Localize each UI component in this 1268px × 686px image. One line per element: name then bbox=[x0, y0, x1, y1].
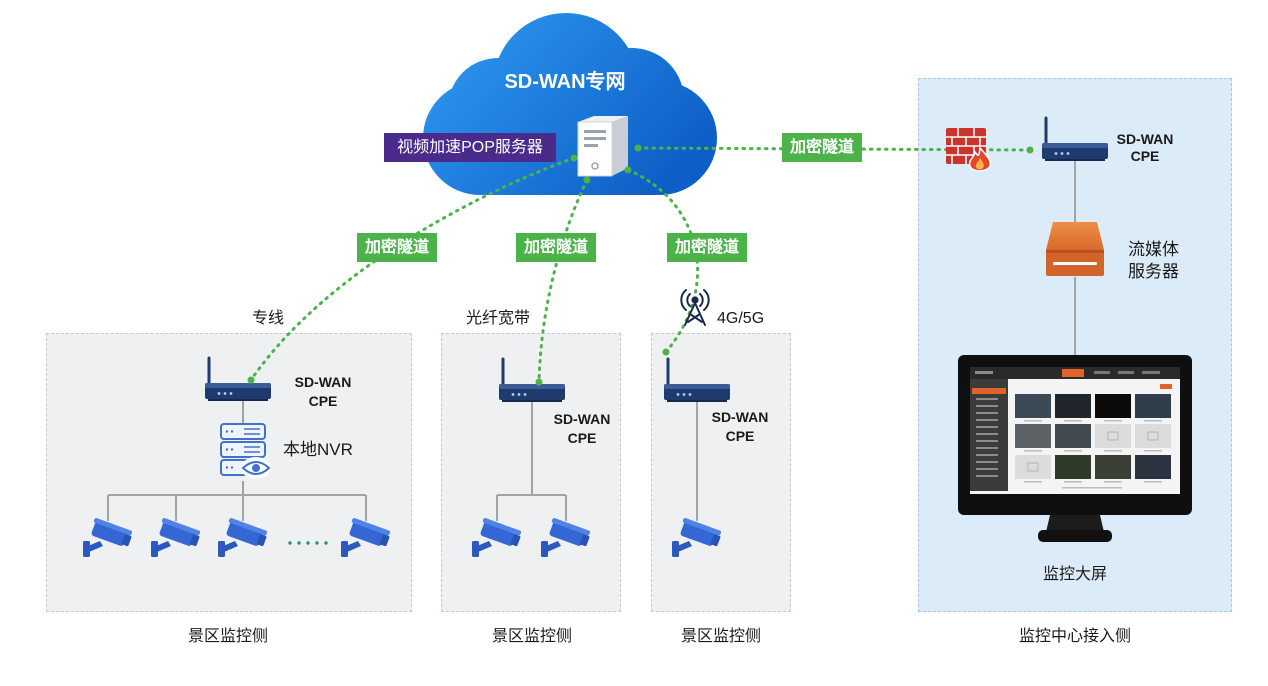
tunnel-label-site-2: 加密隧道 bbox=[516, 233, 596, 262]
access-type-label: 4G/5G bbox=[717, 310, 765, 327]
access-type-label: 光纤宽带 bbox=[465, 310, 530, 327]
cloud-icon bbox=[423, 13, 717, 195]
camera-icon bbox=[472, 517, 523, 557]
camera-icon bbox=[218, 517, 269, 557]
pop-server-icon bbox=[577, 116, 628, 177]
tunnel-label-site-3: 加密隧道 bbox=[667, 233, 747, 262]
camera-icon bbox=[151, 517, 202, 557]
nvr-icon bbox=[220, 423, 271, 479]
cpe-label-line: SD-WAN bbox=[553, 411, 611, 427]
tunnel-line-site-2 bbox=[537, 178, 589, 384]
media-server-icon bbox=[1046, 222, 1104, 276]
site-footer: 景区监控侧 bbox=[187, 628, 268, 645]
media-server-label: 流媒体 服务器 bbox=[1128, 239, 1179, 283]
router-icon bbox=[662, 357, 732, 404]
site-1-wiring bbox=[107, 400, 367, 521]
cloud-title: SD-WAN专网 bbox=[504, 71, 626, 93]
more-cameras-ellipsis bbox=[288, 541, 328, 545]
access-type-label: 专线 bbox=[251, 310, 284, 327]
camera-icon bbox=[672, 517, 723, 557]
firewall-icon bbox=[946, 128, 992, 172]
media-server-label-line: 服务器 bbox=[1128, 262, 1179, 281]
site-2-wiring bbox=[496, 402, 567, 521]
tunnel-label-center: 加密隧道 bbox=[782, 133, 862, 162]
media-server-label-line: 流媒体 bbox=[1128, 240, 1179, 259]
scenic-site-panel-3 bbox=[651, 333, 791, 612]
router-icon bbox=[497, 357, 567, 404]
cpe-label: SD-WAN CPE bbox=[542, 410, 622, 448]
cpe-label: SD-WAN CPE bbox=[1105, 131, 1185, 165]
camera-icon bbox=[83, 517, 134, 557]
screen-label: 监控大屏 bbox=[1042, 566, 1107, 583]
monitor-screen bbox=[970, 367, 1180, 494]
cpe-label-line: CPE bbox=[725, 428, 755, 444]
tunnel-endpoints bbox=[247, 144, 1034, 386]
site-footer: 景区监控侧 bbox=[680, 628, 761, 645]
cpe-label-line: CPE bbox=[308, 393, 338, 409]
camera-icon bbox=[341, 517, 392, 557]
router-icon bbox=[1040, 116, 1110, 163]
monitor-icon bbox=[958, 355, 1192, 542]
center-footer: 监控中心接入侧 bbox=[1018, 628, 1131, 645]
cpe-label-line: SD-WAN bbox=[1116, 131, 1174, 147]
cpe-label-line: SD-WAN bbox=[711, 409, 769, 425]
cpe-label-line: CPE bbox=[1130, 148, 1160, 164]
pop-server-label: 视频加速POP服务器 bbox=[384, 133, 556, 162]
router-icon bbox=[203, 356, 273, 403]
cpe-label-line: SD-WAN bbox=[294, 374, 352, 390]
cpe-label-line: CPE bbox=[567, 430, 597, 446]
cpe-label: SD-WAN CPE bbox=[700, 408, 780, 446]
nvr-label: 本地NVR bbox=[283, 440, 353, 459]
site-footer: 景区监控侧 bbox=[491, 628, 572, 645]
tunnel-label-site-1: 加密隧道 bbox=[357, 233, 437, 262]
camera-icon bbox=[541, 517, 592, 557]
cpe-label: SD-WAN CPE bbox=[283, 373, 363, 411]
cell-tower-icon bbox=[680, 289, 710, 326]
